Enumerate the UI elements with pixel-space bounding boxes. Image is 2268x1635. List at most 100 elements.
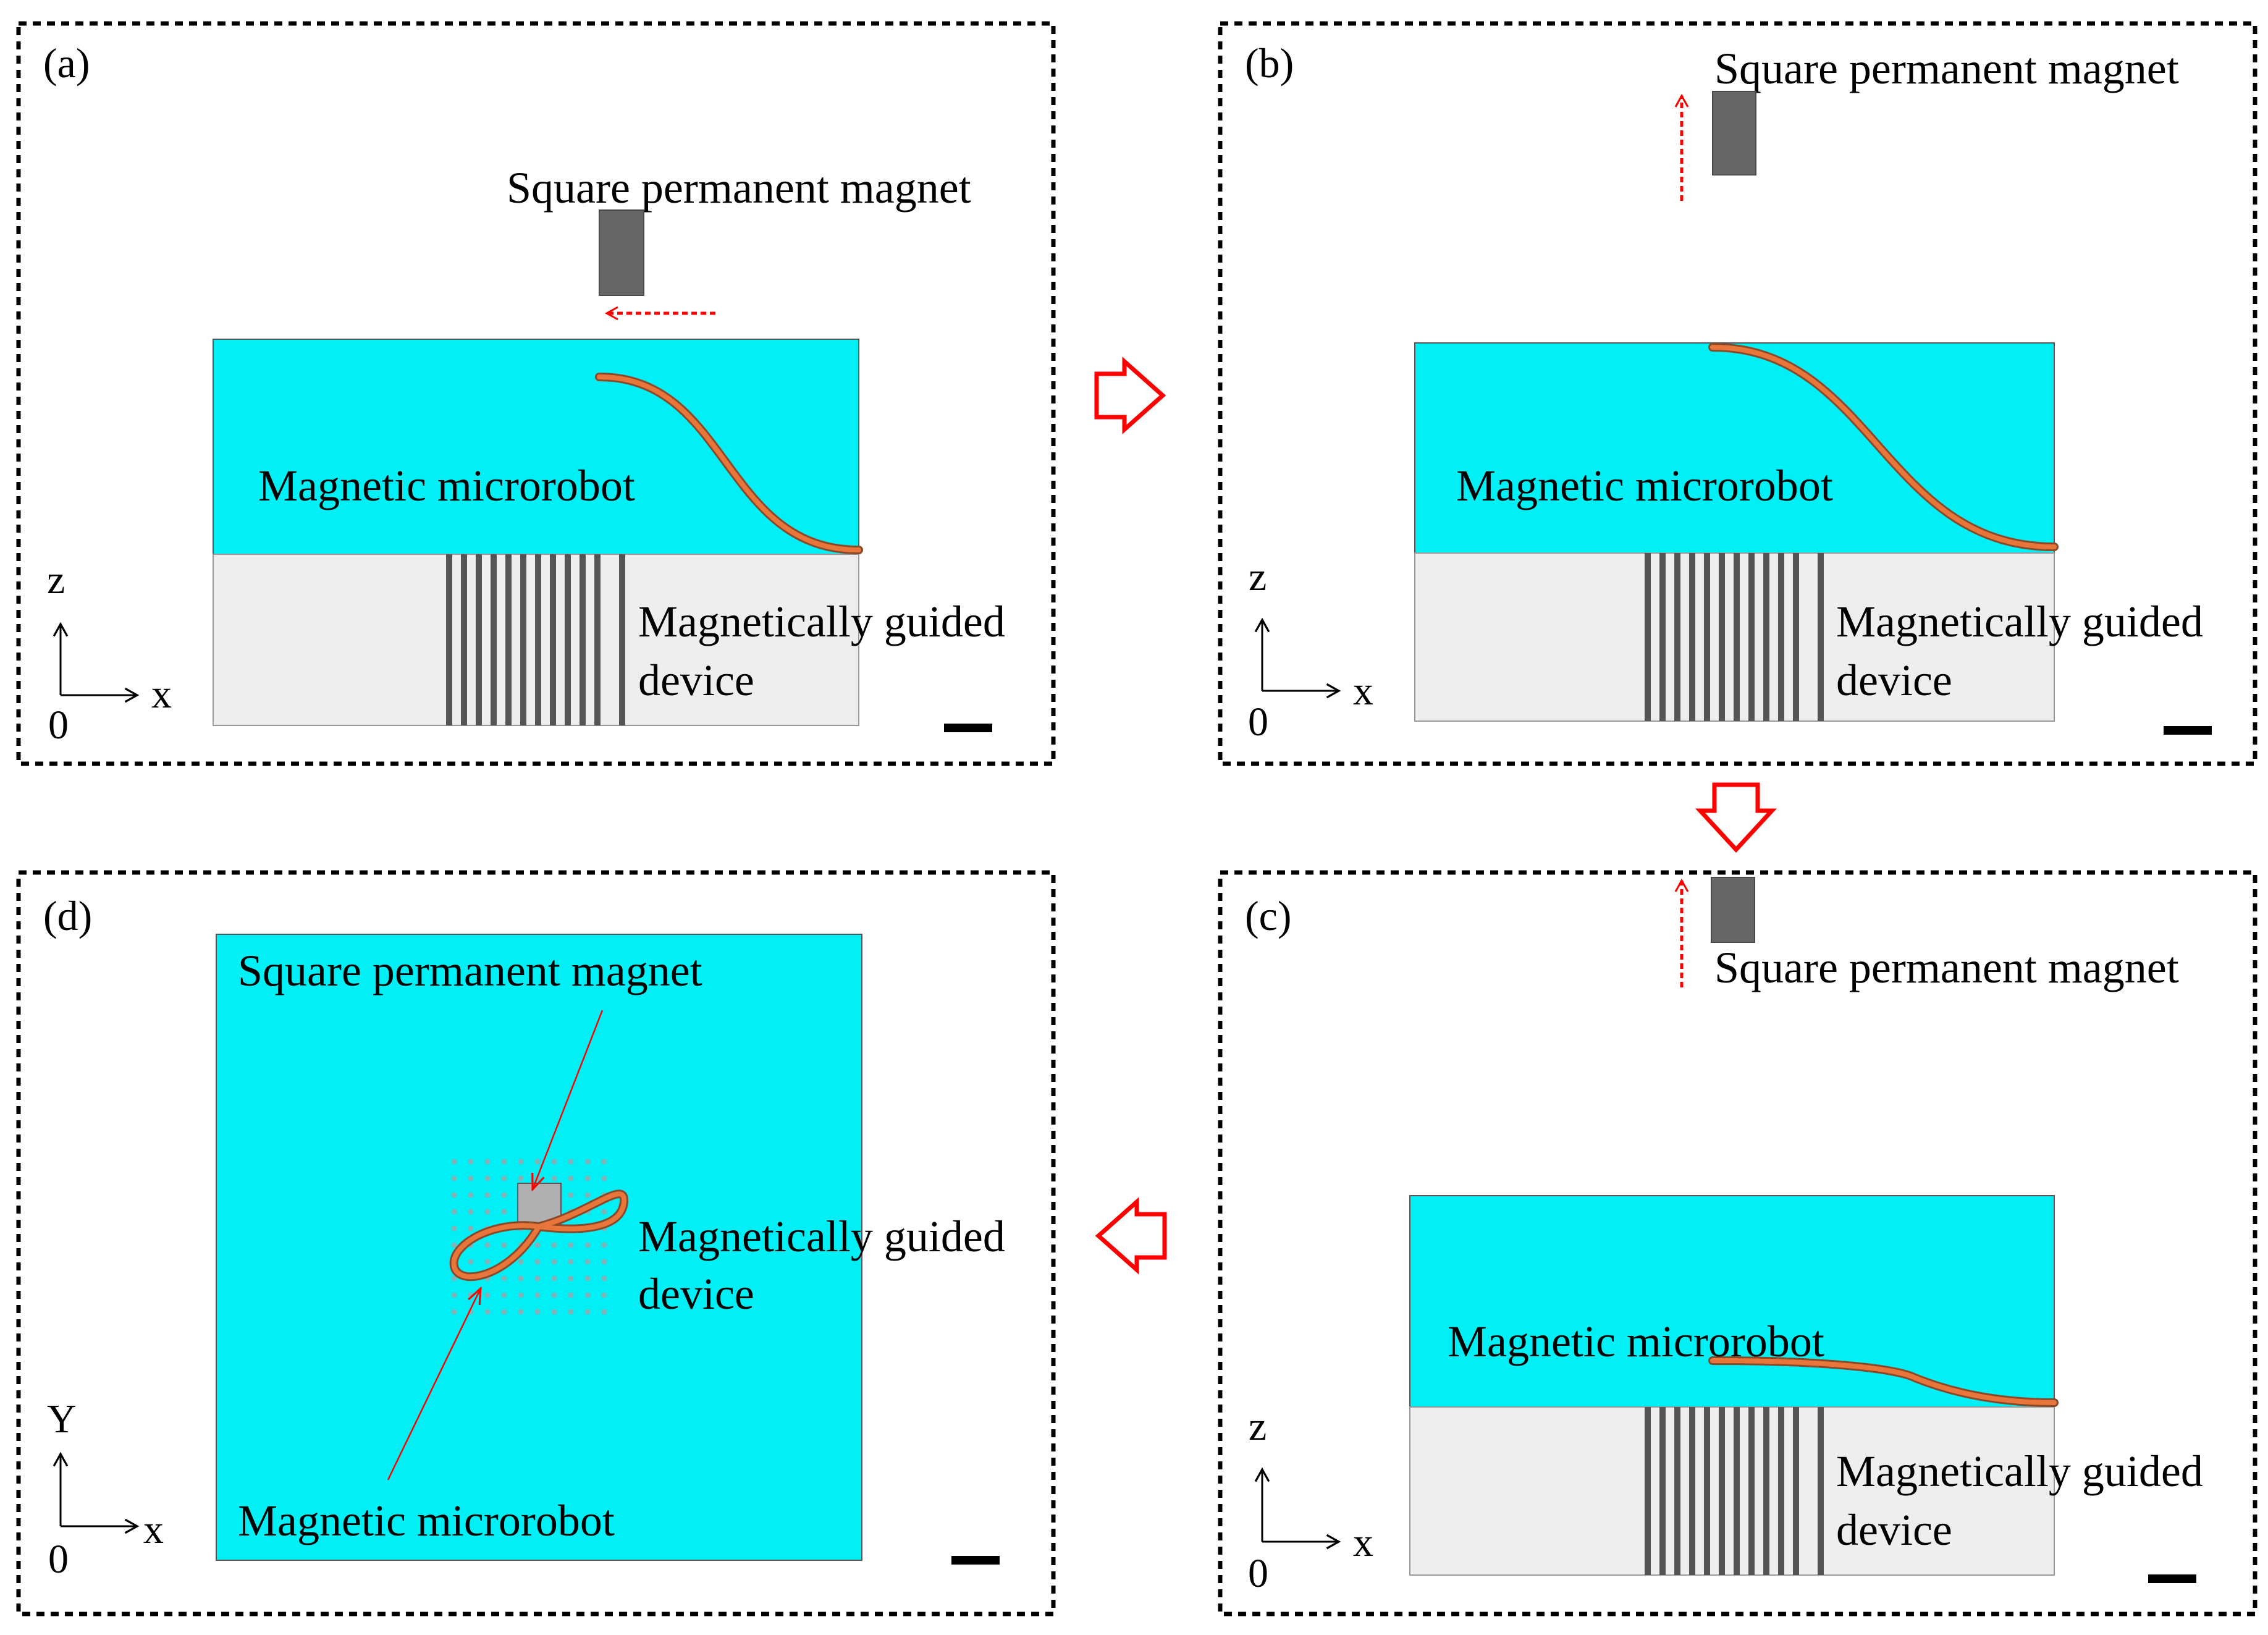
device-dot bbox=[484, 1309, 491, 1315]
panel-d: (d) Square permanent magnet Magnetic mic… bbox=[16, 870, 1056, 1616]
device-dot bbox=[551, 1259, 557, 1265]
panel-c-device-label-2: device bbox=[1836, 1505, 1952, 1555]
device-dot bbox=[484, 1242, 491, 1248]
panel-c-axis-v: z bbox=[1249, 1404, 1267, 1449]
device-dot bbox=[518, 1292, 524, 1298]
panel-a-microrobot-core bbox=[597, 374, 861, 552]
panel-c-axes: z x 0 bbox=[1248, 1404, 1373, 1596]
device-dot bbox=[584, 1175, 591, 1181]
panel-b-device-grating bbox=[1645, 553, 1824, 721]
device-dot bbox=[534, 1159, 541, 1165]
device-dot bbox=[468, 1192, 474, 1198]
device-dot bbox=[484, 1175, 491, 1181]
device-dot bbox=[484, 1159, 491, 1165]
device-dot bbox=[568, 1175, 574, 1181]
panel-c-axis-h: x bbox=[1353, 1520, 1373, 1565]
device-dot bbox=[601, 1259, 607, 1265]
device-dot bbox=[518, 1309, 524, 1315]
device-dot bbox=[584, 1192, 591, 1198]
panel-d-robot-pointer bbox=[387, 1288, 481, 1481]
device-dot bbox=[484, 1209, 491, 1215]
device-dot bbox=[584, 1292, 591, 1298]
device-dot bbox=[451, 1292, 457, 1298]
device-dot bbox=[501, 1242, 507, 1248]
panel-a-axes: z x 0 bbox=[47, 557, 172, 748]
device-dot bbox=[551, 1175, 557, 1181]
panel-d-microrobot-core bbox=[451, 1191, 626, 1280]
panel-b-magnet bbox=[1712, 91, 1756, 175]
panel-b-microrobot-core bbox=[1710, 345, 2057, 549]
panel-a-device-grating bbox=[446, 554, 625, 725]
panel-c-device-body bbox=[1409, 1406, 2055, 1576]
device-dot bbox=[484, 1259, 491, 1265]
device-dot bbox=[568, 1192, 574, 1198]
panel-d-axis-v: Y bbox=[47, 1396, 77, 1442]
panel-b-tag: (b) bbox=[1245, 40, 1294, 87]
panel-a-device-label-2: device bbox=[638, 656, 754, 705]
device-dot bbox=[451, 1225, 457, 1232]
device-dot bbox=[468, 1175, 474, 1181]
device-dot bbox=[518, 1275, 524, 1282]
panel-d-frame bbox=[16, 870, 1056, 1616]
device-dot bbox=[468, 1225, 474, 1232]
device-dot bbox=[451, 1309, 457, 1315]
device-dot bbox=[584, 1259, 591, 1265]
device-dot bbox=[568, 1275, 574, 1282]
step-arrow-a-to-b bbox=[1094, 357, 1166, 434]
panel-c-robot-label: Magnetic microrobot bbox=[1448, 1317, 1824, 1366]
step-arrow-b-to-c bbox=[1695, 782, 1777, 853]
device-dot bbox=[468, 1159, 474, 1165]
panel-b-axis-v: z bbox=[1249, 554, 1267, 599]
device-dot bbox=[501, 1292, 507, 1298]
device-dot bbox=[451, 1275, 457, 1282]
device-dot bbox=[501, 1209, 507, 1215]
panel-b-robot-label: Magnetic microrobot bbox=[1456, 461, 1833, 510]
panel-c-tag: (c) bbox=[1245, 892, 1291, 939]
panel-a-magnet bbox=[599, 209, 644, 296]
panel-c-device-grating bbox=[1645, 1407, 1824, 1575]
device-dot bbox=[551, 1159, 557, 1165]
device-dot bbox=[568, 1259, 574, 1265]
panel-d-scale-bar bbox=[951, 1556, 1000, 1565]
panel-a-magnet-label: Square permanent magnet bbox=[507, 163, 971, 213]
panel-b-axes: z x 0 bbox=[1248, 554, 1373, 745]
panel-a-origin: 0 bbox=[48, 703, 69, 748]
device-dot bbox=[501, 1309, 507, 1315]
device-dot bbox=[551, 1309, 557, 1315]
panel-d-axis-h: x bbox=[143, 1507, 164, 1552]
device-dot bbox=[468, 1292, 474, 1298]
panel-b-origin: 0 bbox=[1248, 699, 1268, 745]
device-dot bbox=[451, 1192, 457, 1198]
panel-c: (c) Square permanent magnet Magnetic mic… bbox=[1218, 870, 2257, 1616]
panel-a-scale-bar bbox=[944, 724, 992, 732]
panel-d-magnet-label: Square permanent magnet bbox=[238, 946, 702, 995]
device-dot bbox=[534, 1309, 541, 1315]
panel-d-tag: (d) bbox=[43, 892, 92, 939]
panel-c-microrobot-core bbox=[1710, 1358, 2057, 1405]
device-dot bbox=[484, 1192, 491, 1198]
device-dot bbox=[568, 1242, 574, 1248]
panel-d-device-label-2: device bbox=[638, 1269, 754, 1319]
device-dot bbox=[518, 1259, 524, 1265]
device-dot bbox=[451, 1159, 457, 1165]
device-dot bbox=[584, 1309, 591, 1315]
panel-d-axes: Y x 0 bbox=[47, 1396, 164, 1582]
device-dot bbox=[518, 1175, 524, 1181]
panel-c-magnet-label: Square permanent magnet bbox=[1714, 943, 2179, 992]
device-dot bbox=[601, 1209, 607, 1215]
panel-c-magnet bbox=[1711, 877, 1755, 943]
panel-d-origin: 0 bbox=[48, 1537, 69, 1582]
panel-b-device-label-1: Magnetically guided bbox=[1836, 597, 2203, 646]
panel-c-fluid-region bbox=[1409, 1195, 2055, 1408]
panel-c-device-label-1: Magnetically guided bbox=[1836, 1447, 2203, 1496]
panel-d-magnet-pointer bbox=[533, 1010, 604, 1189]
panel-b-axis-h: x bbox=[1353, 669, 1373, 714]
device-dot bbox=[451, 1209, 457, 1215]
device-dot bbox=[551, 1275, 557, 1282]
panel-a-robot-label: Magnetic microrobot bbox=[258, 461, 635, 510]
panel-a-fluid-region bbox=[213, 339, 859, 555]
device-dot bbox=[551, 1292, 557, 1298]
device-dot bbox=[534, 1242, 541, 1248]
panel-a-device-label-1: Magnetically guided bbox=[638, 597, 1005, 646]
device-dot bbox=[601, 1275, 607, 1282]
